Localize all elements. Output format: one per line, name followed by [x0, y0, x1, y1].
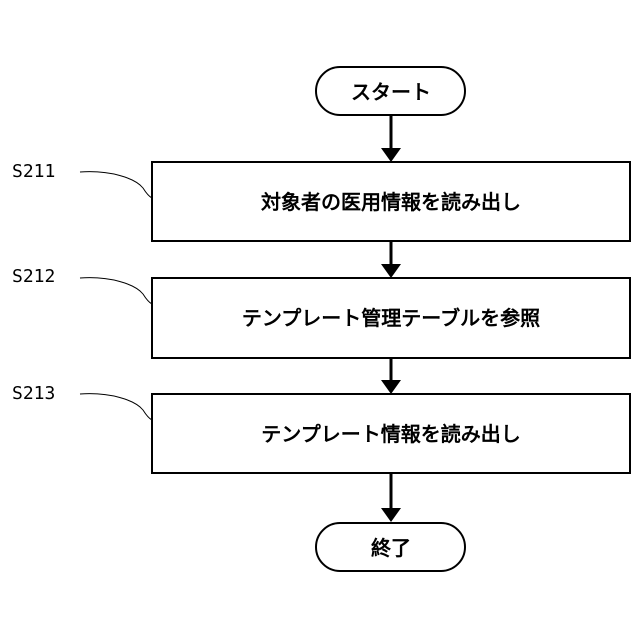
- leader-line-s211: [80, 172, 152, 198]
- step-s213: テンプレート情報を読み出し S213: [12, 383, 630, 473]
- end-node: 終了: [316, 523, 465, 571]
- arrow-s211-to-s212: [381, 241, 401, 278]
- process-label-s213: テンプレート情報を読み出し: [261, 422, 520, 446]
- arrow-s212-to-s213: [381, 358, 401, 394]
- arrow-s213-to-end: [381, 473, 401, 522]
- step-s211: 対象者の医用情報を読み出し S211: [12, 161, 630, 241]
- arrow-head: [381, 508, 401, 522]
- start-label: スタート: [351, 80, 431, 104]
- step-number-s213: S213: [12, 383, 55, 404]
- start-node: スタート: [316, 67, 465, 115]
- leader-line-s212: [80, 278, 152, 304]
- step-number-s212: S212: [12, 266, 55, 287]
- arrow-head: [381, 148, 401, 162]
- leader-line-s213: [80, 394, 152, 420]
- step-number-s211: S211: [12, 161, 55, 182]
- step-s212: テンプレート管理テーブルを参照 S212: [12, 266, 630, 358]
- process-label-s212: テンプレート管理テーブルを参照: [242, 306, 540, 330]
- process-label-s211: 対象者の医用情報を読み出し: [260, 190, 521, 214]
- arrow-head: [381, 264, 401, 278]
- end-label: 終了: [371, 536, 411, 560]
- arrow-start-to-s211: [381, 115, 401, 162]
- arrow-head: [381, 380, 401, 394]
